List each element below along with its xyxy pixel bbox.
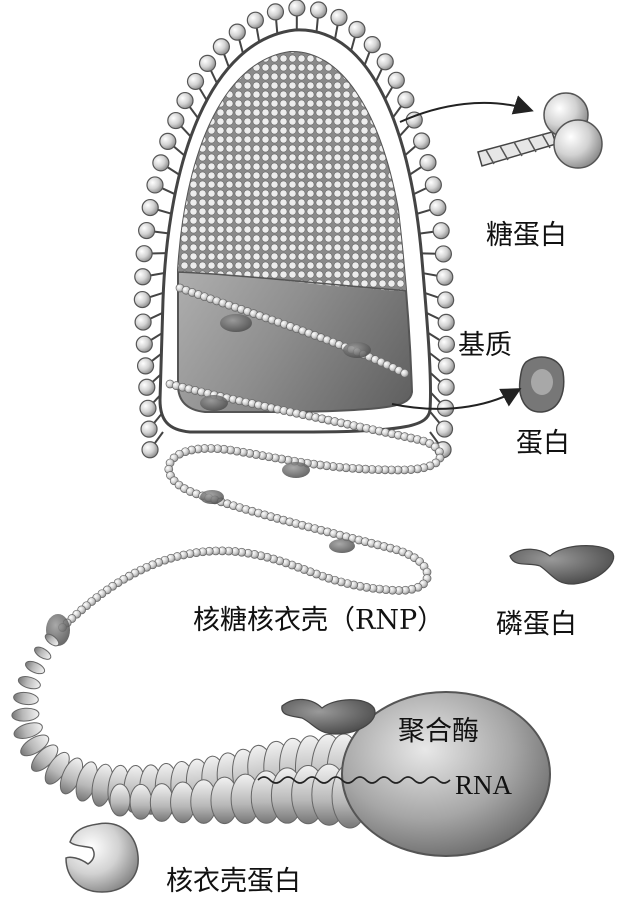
glycoprotein-spike (397, 91, 415, 109)
glycoprotein-spike (437, 378, 455, 396)
glycoprotein-spike (288, 0, 306, 17)
label-rna: RNA (455, 770, 513, 800)
glycoprotein-spike (212, 38, 230, 56)
glycoprotein-spike (246, 11, 264, 29)
glycoprotein-spike (435, 420, 454, 438)
glycoprotein-spike (266, 3, 285, 21)
glycoprotein-spike (138, 378, 156, 396)
glycoprotein-spike (437, 335, 456, 353)
nucleocapsid-segments (11, 633, 369, 829)
label-matrix: 基质 (458, 330, 512, 361)
glycoprotein-spike (437, 313, 455, 331)
glycoprotein-spike (133, 290, 151, 309)
arrow-glycoprotein (399, 95, 534, 123)
glycoprotein-spike (363, 36, 381, 54)
glycoprotein-spike (424, 176, 442, 194)
nucleocapsid-lattice (178, 51, 412, 292)
glycoprotein-spike (186, 72, 205, 91)
glycoprotein-spike (146, 176, 164, 194)
phosphoprotein-icon (509, 545, 615, 585)
glycoprotein-spike (136, 357, 155, 375)
glycoprotein-spike (159, 132, 177, 150)
glycoprotein-spike (432, 222, 450, 240)
label-nucleocapsid-protein: 核衣壳蛋白 (166, 866, 301, 897)
glycoprotein-spike (135, 245, 153, 263)
glycoprotein-spike (437, 291, 455, 309)
polymerase (341, 691, 551, 857)
label-phosphoprotein: 磷蛋白 (496, 609, 577, 640)
glycoprotein-spike (134, 313, 152, 331)
glycoprotein-spike (434, 245, 453, 263)
glycoprotein-spikes (133, 0, 456, 459)
glycoprotein-spike (429, 198, 447, 217)
glycoprotein-spike (140, 420, 158, 438)
glycoprotein-spike (436, 268, 454, 286)
glycoprotein-spike (152, 154, 170, 172)
label-glycoprotein: 糖蛋白 (486, 220, 567, 251)
glycoprotein-spike (419, 154, 437, 172)
label-protein: 蛋白 (516, 428, 570, 459)
glycoprotein-icon (477, 92, 603, 169)
glycoprotein-spike (141, 441, 159, 459)
label-rnp: 核糖核衣壳（RNP） (193, 605, 445, 636)
glycoprotein-spike (135, 335, 153, 353)
glycoprotein-spike (176, 91, 194, 110)
glycoprotein-spike (412, 132, 431, 150)
glycoprotein-spike (376, 53, 394, 71)
phosphoprotein-blob (281, 698, 376, 735)
strand-protein-blobs (46, 314, 371, 646)
glycoprotein-spike (139, 399, 157, 417)
nucleocapsid-protein-icon (65, 822, 139, 893)
glycoprotein-spike (309, 1, 328, 19)
glycoprotein-spike (198, 54, 217, 72)
glycoprotein-spike (138, 221, 156, 240)
label-polymerase: 聚合酶 (398, 716, 479, 747)
glycoprotein-spike (330, 8, 348, 27)
glycoprotein-spike (228, 23, 246, 41)
matrix-protein-icon (518, 356, 565, 413)
glycoprotein-spike (348, 20, 366, 39)
arrow-matrix-protein (391, 388, 522, 410)
glycoprotein-spike (167, 111, 185, 130)
glycoprotein-spike (141, 198, 159, 217)
glycoprotein-spike (387, 71, 405, 89)
glycoprotein-spike (437, 357, 456, 375)
glycoprotein-spike (134, 268, 152, 286)
rna-strand (257, 776, 451, 784)
